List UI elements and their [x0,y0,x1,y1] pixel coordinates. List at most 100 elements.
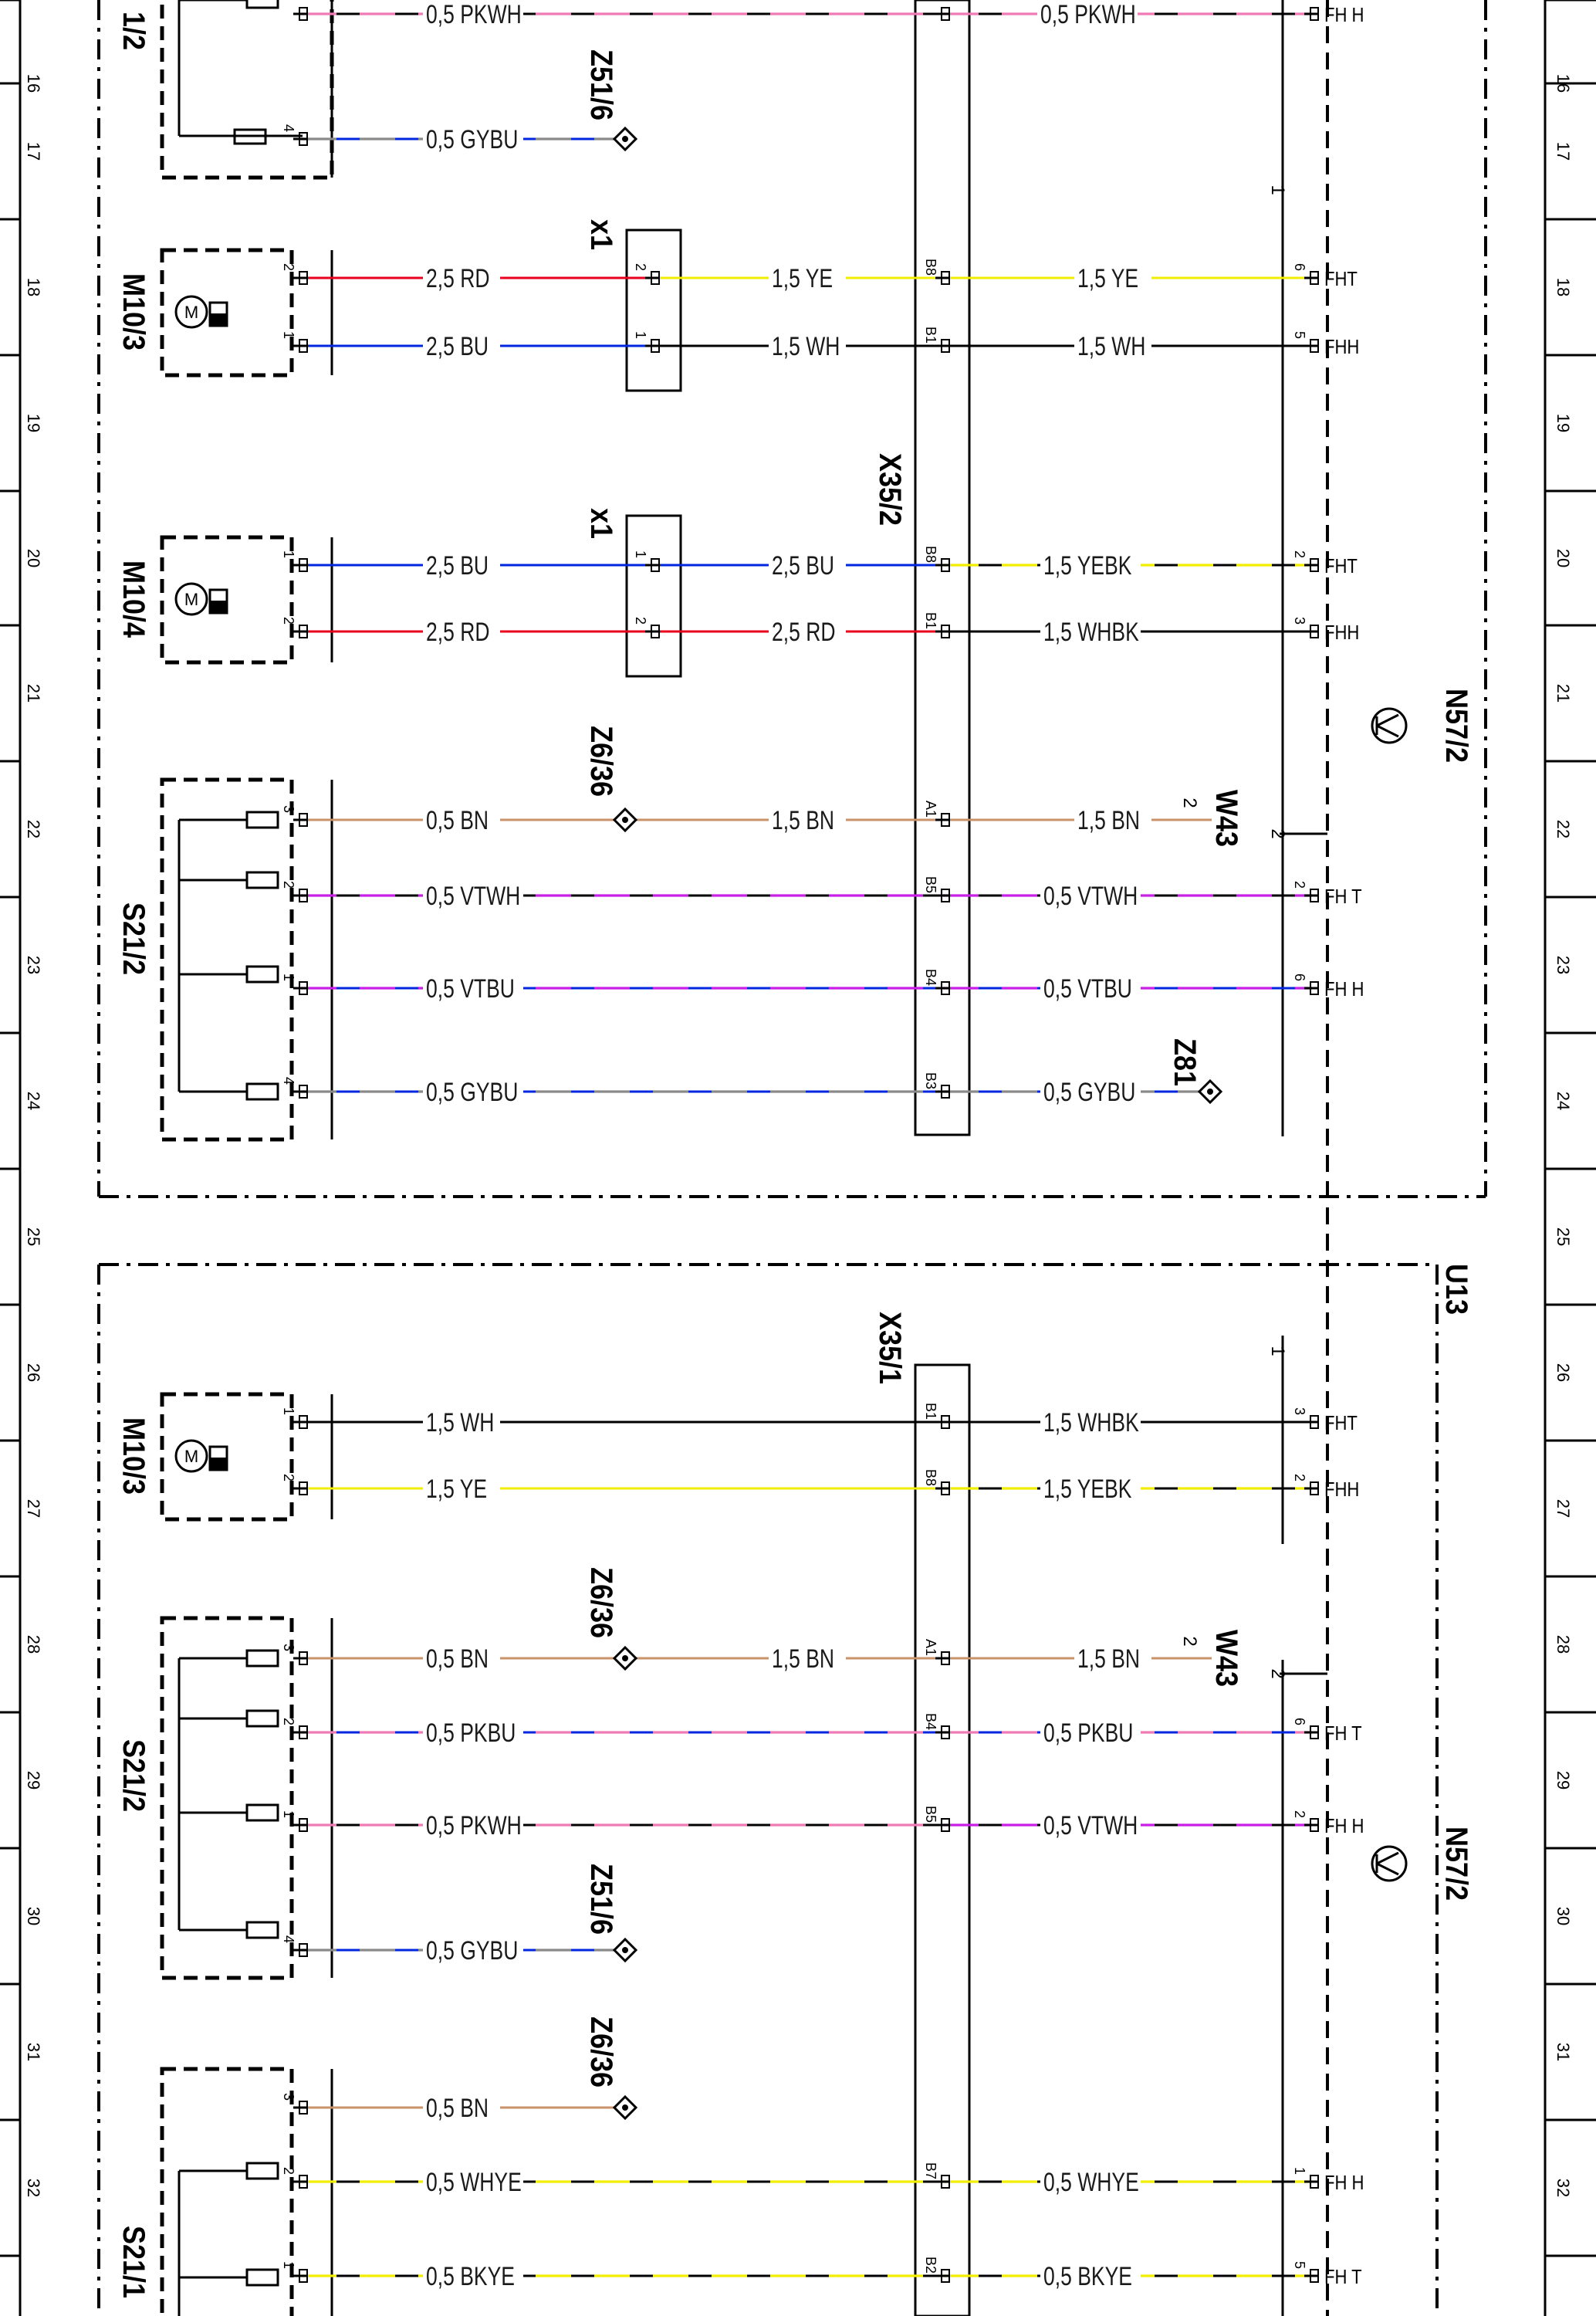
wire-label-bg [423,1936,523,1962]
pin-number: 2 [1292,881,1307,889]
pin-mark [651,271,660,285]
pin-tag: FH T [1324,885,1362,908]
wire-label-bg [423,1078,523,1104]
grid-number: 18 [1554,278,1573,296]
pin-mark [299,981,308,995]
pin-tag: FHH [1324,621,1359,644]
wire-label-bg [1074,806,1151,832]
wire-label-bg [1040,2168,1141,2194]
splice-label: Z6/36 [584,726,618,797]
wire-label-bg [423,125,523,151]
pin-number: 1 [281,973,296,981]
component-label: M10/4 [117,560,150,638]
wire-label-bg [1040,1475,1141,1501]
pin-number: 2 [281,263,296,271]
motor-icon [210,313,227,326]
transistor-icon [1371,707,1408,744]
pin-tag: FH H [1324,1815,1364,1837]
splice-label: Z81 [1168,1038,1202,1086]
grid-number: 19 [1554,414,1573,432]
wire-label: 0,5 VTWH [1043,882,1138,911]
wire-label: 2,5 RD [426,618,490,647]
pin-mark [1310,558,1319,572]
transistor-icon [1371,1845,1408,1882]
wire-label: 0,5 GYBU [426,1936,518,1966]
wire-label: 0,5 PKWH [1040,0,1136,29]
pin-tag: FHT [1324,555,1358,577]
grid-number: 29 [1554,1771,1573,1789]
wire-label-bg [423,332,500,358]
wire-label: 0,5 WHYE [1043,2168,1139,2197]
connector-label: N57/2 [1439,1827,1473,1901]
pin-number: B1 [923,612,938,629]
pin-number: 5 [1292,331,1307,339]
wire-label-bg [423,0,523,26]
wire-label: 0,5 VTBU [1043,974,1132,1004]
motor-icon [174,295,208,329]
wire-label: 1,5 YEBK [1043,551,1131,581]
grid-number: 30 [24,1907,43,1925]
pin-number: 2 [281,1718,296,1725]
wire-label: 0,5 VTWH [1043,1811,1138,1840]
splice-label: Z51/6 [584,1864,618,1935]
pin-mark [299,2101,308,2115]
wire-label: 1,5 BN [772,806,834,835]
pin-mark [941,1725,950,1739]
pin-number: B1 [923,1403,938,1420]
pin-number: 4 [281,124,296,132]
pin-number: 1 [281,2261,296,2269]
pin-tag: FHT [1324,1412,1358,1434]
pin-mark [299,1943,308,1957]
wire-label: 0,5 BN [426,2094,489,2123]
pin-number: 4 [281,1077,296,1085]
pin-mark [299,813,308,827]
grid-number: 32 [24,2179,43,2197]
wire-label: 1,5 WHBK [1043,618,1139,647]
wire-label: 0,5 WHYE [426,2168,522,2197]
wire-label: 0,5 BKYE [426,2262,515,2291]
pin-number: 1 [281,1407,296,1415]
pin-mark [941,2175,950,2189]
pin-mark [299,1818,308,1832]
pin-mark [299,2175,308,2189]
grid-number: 16 [24,74,43,93]
pin-mark [1310,889,1319,902]
pin-number: 1 [633,331,648,339]
wire-label-bg [423,618,500,644]
pin-number: 6 [1292,263,1307,271]
pin-number: 2 [281,881,296,889]
pin-number: 2 [281,2167,296,2175]
wire-label: 1,5 WHBK [1043,1408,1139,1437]
pin-mark [1310,339,1319,353]
grid-number: 16 [1554,74,1573,93]
grid-number: 19 [24,414,43,432]
grid-number: 22 [24,820,43,838]
pin-number: 2 [1292,1810,1307,1818]
wire-label-bg [423,2168,523,2194]
wire-label: 0,5 BN [426,1644,489,1674]
wire-label: 0,5 PKBU [1043,1718,1133,1748]
pin-number: 5 [1292,2261,1307,2269]
pin-number: 1 [281,1810,296,1818]
pin-number: 3 [281,805,296,813]
transistor-icon [1376,724,1399,738]
connector-x1 [625,229,682,392]
connector-x1 [625,514,682,678]
connector-label: N57/2 [1439,689,1473,763]
pin-tag: FHH [1324,1478,1359,1501]
wire-label: 0,5 BKYE [1043,2262,1132,2291]
grid-number: 31 [1554,2043,1573,2061]
pin-mark [941,271,950,285]
wire-label-bg [1040,1811,1141,1837]
pin-number: B7 [923,2162,938,2179]
wire-label-bg [423,1718,523,1745]
pin-tag: FH H [1324,978,1364,1001]
pin-mark [1310,2175,1319,2189]
wire-label-bg [1040,2262,1141,2288]
wire-label-bg [423,1811,523,1837]
splice-label: Z6/36 [584,1567,618,1638]
wire-label-bg [1037,0,1138,26]
pin-number: B8 [923,259,938,276]
resistor-icon [245,1921,279,1939]
